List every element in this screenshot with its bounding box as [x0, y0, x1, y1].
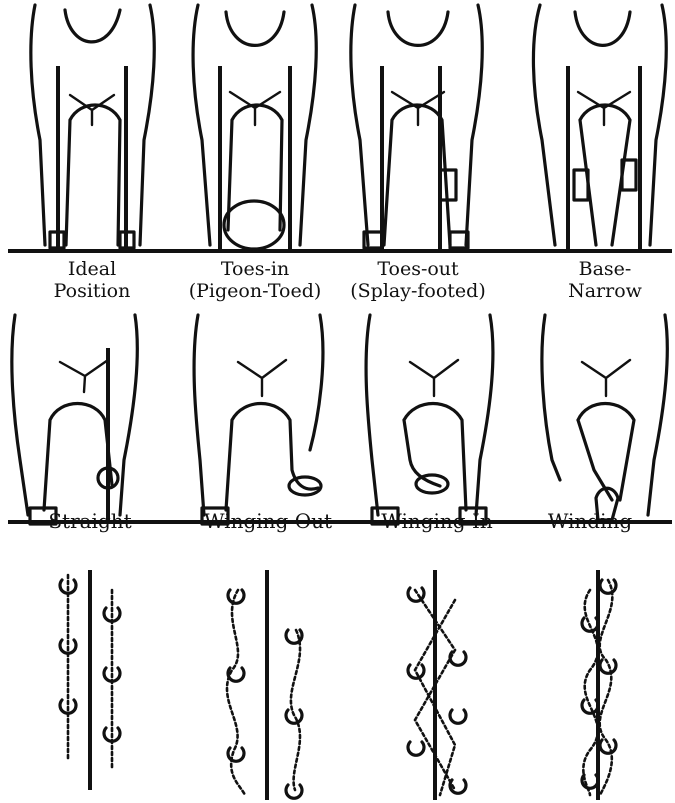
horse-legs-winding — [542, 315, 667, 520]
path-winding — [582, 570, 616, 800]
path-straight — [60, 570, 120, 790]
path-winging-in — [408, 570, 466, 800]
label-winding: Winding — [505, 510, 675, 532]
label-toes-in-line2: (Pigeon-Toed) — [175, 280, 335, 302]
label-base-narrow: Base- Narrow — [525, 258, 675, 302]
label-toes-in-line1: Toes-in — [175, 258, 335, 280]
horse-legs-winging-in — [366, 315, 493, 524]
horse-legs-straight — [12, 315, 138, 524]
label-toes-in: Toes-in (Pigeon-Toed) — [175, 258, 335, 302]
label-ideal: Ideal Position — [12, 258, 172, 302]
label-ideal-line2: Position — [12, 280, 172, 302]
label-toes-out: Toes-out (Splay-footed) — [338, 258, 498, 302]
label-straight: Straight — [5, 510, 175, 532]
horse-legs-ideal — [31, 5, 154, 250]
path-winging-out — [227, 570, 302, 800]
label-base-narrow-line1: Base- — [525, 258, 675, 280]
label-toes-out-line2: (Splay-footed) — [338, 280, 498, 302]
label-winging-out: Winging Out — [183, 510, 353, 532]
label-base-narrow-line2: Narrow — [525, 280, 675, 302]
label-winging-in: Winging In — [352, 510, 522, 532]
label-ideal-line1: Ideal — [12, 258, 172, 280]
horse-legs-winging-out — [194, 315, 323, 524]
horse-legs-base-narrow — [533, 5, 666, 250]
horse-legs-toes-out — [351, 5, 482, 250]
horse-legs-toes-in — [193, 5, 316, 250]
label-toes-out-line1: Toes-out — [338, 258, 498, 280]
